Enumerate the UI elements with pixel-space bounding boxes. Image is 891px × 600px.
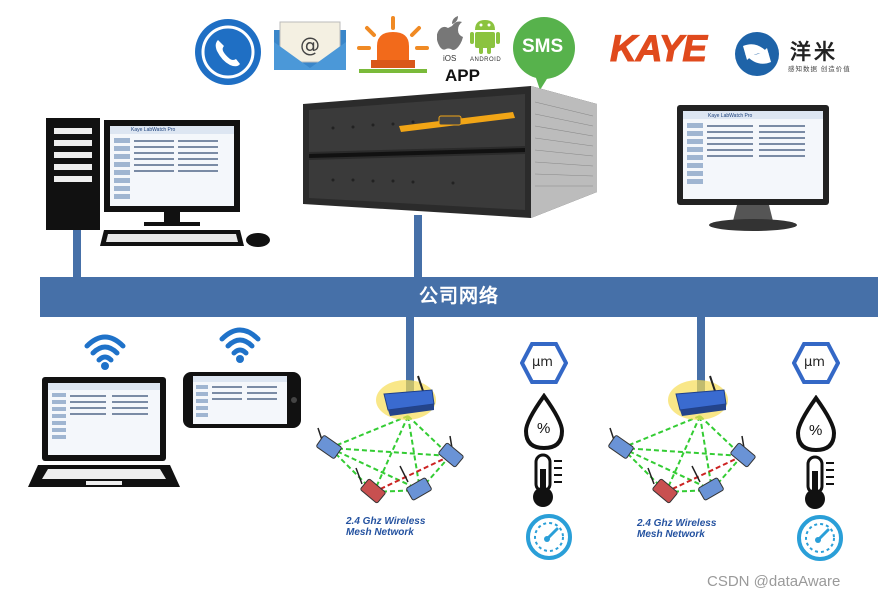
thermometer-icon	[798, 455, 838, 511]
alarm-light-icon	[357, 16, 429, 74]
company-network-bar: 公司网络	[40, 277, 878, 317]
ios-label: iOS	[443, 54, 457, 63]
app-label: APP	[445, 66, 480, 85]
particle-hexagon-icon	[520, 342, 568, 384]
android-icon	[469, 16, 501, 56]
humidity-label: %	[809, 422, 823, 439]
mesh-network-label-2: 2.4 Ghz Wireless Mesh Network	[637, 518, 716, 540]
humidity-drop-icon	[522, 393, 566, 451]
desktop-computer-icon	[44, 116, 274, 252]
yangmi-logo-icon	[733, 30, 781, 78]
particle-label: μm	[804, 355, 825, 370]
monitor-icon	[675, 103, 831, 235]
wifi-icon	[218, 323, 262, 365]
humidity-label: %	[537, 420, 551, 437]
mesh-line-1: 2.4 Ghz Wireless	[346, 516, 426, 527]
mesh-network-label-1: 2.4 Ghz Wireless Mesh Network	[346, 516, 425, 538]
phone-icon	[194, 18, 262, 86]
humidity-drop-icon	[794, 395, 838, 453]
apple-icon	[437, 14, 467, 52]
thermometer-icon	[526, 453, 566, 509]
svg-text:@: @	[300, 33, 320, 57]
monitor-screen-title: Kaye LabWatch Pro	[708, 113, 753, 119]
pressure-gauge-icon	[796, 514, 844, 562]
yangmi-brand: 洋米	[790, 41, 838, 64]
wireless-mesh-network-1	[300, 366, 480, 516]
particle-hexagon-icon	[792, 342, 840, 384]
email-icon: @	[272, 20, 348, 72]
laptop-icon	[26, 375, 182, 497]
wireless-mesh-network-2	[592, 366, 772, 516]
android-label: ANDROID	[470, 57, 502, 63]
mesh-line-2: Mesh Network	[637, 529, 705, 540]
yangmi-slogan: 感知数据 创造价值	[788, 66, 851, 73]
sms-label: SMS	[522, 36, 564, 57]
tablet-icon	[181, 370, 303, 430]
wifi-icon	[83, 330, 127, 372]
kaye-logo: KAYE	[609, 28, 707, 70]
mesh-line-2: Mesh Network	[346, 527, 414, 538]
mesh-line-1: 2.4 Ghz Wireless	[637, 518, 717, 529]
sms-icon	[510, 16, 578, 92]
watermark: CSDN @dataAware	[707, 573, 841, 590]
particle-label: μm	[532, 355, 553, 370]
desktop-screen-title: Kaye LabWatch Pro	[131, 127, 176, 133]
pressure-gauge-icon	[525, 513, 573, 561]
server-icon	[303, 82, 599, 220]
network-label: 公司网络	[418, 286, 499, 307]
